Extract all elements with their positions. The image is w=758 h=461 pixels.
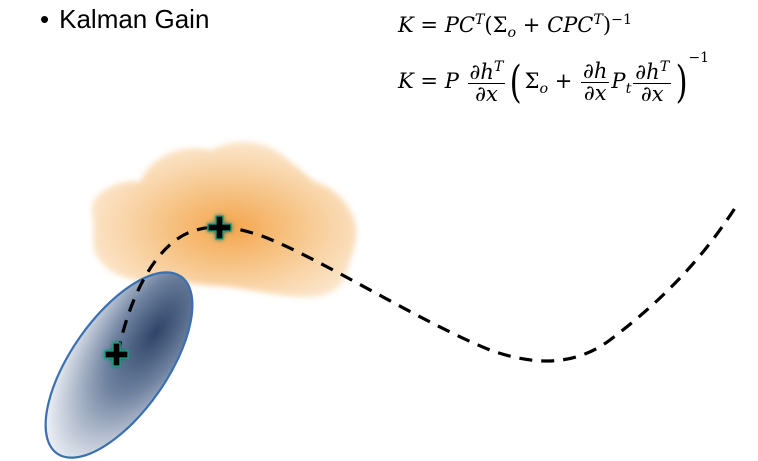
eq2-frac1-transpose: T xyxy=(493,59,504,75)
eq2-p: P xyxy=(444,69,459,93)
eq1-plus: + xyxy=(522,13,541,37)
eq2-frac1-num: ∂h xyxy=(469,60,494,84)
eq2-frac3-num: ∂h xyxy=(635,60,660,84)
trajectory-dashed-curve xyxy=(116,207,737,363)
eq2-big-rparen: ) xyxy=(675,56,688,108)
prior-distribution-cloud xyxy=(91,141,357,298)
slide-title: • Kalman Gain xyxy=(40,4,209,35)
eq1-rparen: ) xyxy=(602,13,612,37)
posterior-mean-marker xyxy=(104,342,129,367)
eq2-frac-dh-dx: ∂h ∂x xyxy=(581,59,610,105)
kalman-gain-equation-2: K = P ∂hT ∂x (Σo + ∂h ∂x Pt ∂hT ∂x )−1 xyxy=(398,50,709,108)
eq1-p: P xyxy=(444,13,459,37)
eq2-pt-sub: t xyxy=(625,81,632,98)
prior-mean-marker xyxy=(207,215,232,240)
eq1-sigma-sub: o xyxy=(507,25,517,42)
eq2-frac-dhT-dx-2: ∂hT ∂x xyxy=(633,59,672,106)
eq1-transpose: T xyxy=(474,12,485,28)
kalman-gain-equation-1: K = PCT(Σo + CPCT)−1 xyxy=(398,12,632,41)
title-text: Kalman Gain xyxy=(59,4,210,34)
eq2-sigma: Σ xyxy=(524,69,540,93)
eq2-frac1-den: ∂x xyxy=(475,82,498,106)
eq2-pt: P xyxy=(611,69,626,93)
eq1-inverse: −1 xyxy=(611,12,633,28)
eq2-plus: + xyxy=(554,69,573,93)
eq1-c: C xyxy=(458,13,475,37)
eq2-frac3-den: ∂x xyxy=(640,82,664,106)
eq2-frac2-num: ∂h xyxy=(581,59,610,83)
eq2-frac-dhT-dx: ∂hT ∂x xyxy=(467,59,506,106)
eq2-frac2-den: ∂x xyxy=(583,81,607,105)
eq1-sigma: Σ xyxy=(492,13,508,37)
eq2-lhs: K xyxy=(398,69,414,93)
eq1-lhs: K xyxy=(398,13,414,37)
eq1-transpose-2: T xyxy=(593,12,603,28)
eq1-equals: = xyxy=(420,13,438,37)
eq2-big-lparen: ( xyxy=(509,56,523,108)
eq2-equals: = xyxy=(420,69,438,93)
bullet: • xyxy=(40,4,50,34)
eq2-frac3-transpose: T xyxy=(659,59,670,75)
eq2-inverse: −1 xyxy=(688,50,710,66)
eq2-sigma-sub: o xyxy=(539,81,549,98)
eq1-cpc: CPC xyxy=(547,13,594,37)
eq1-lparen: ( xyxy=(484,13,493,37)
